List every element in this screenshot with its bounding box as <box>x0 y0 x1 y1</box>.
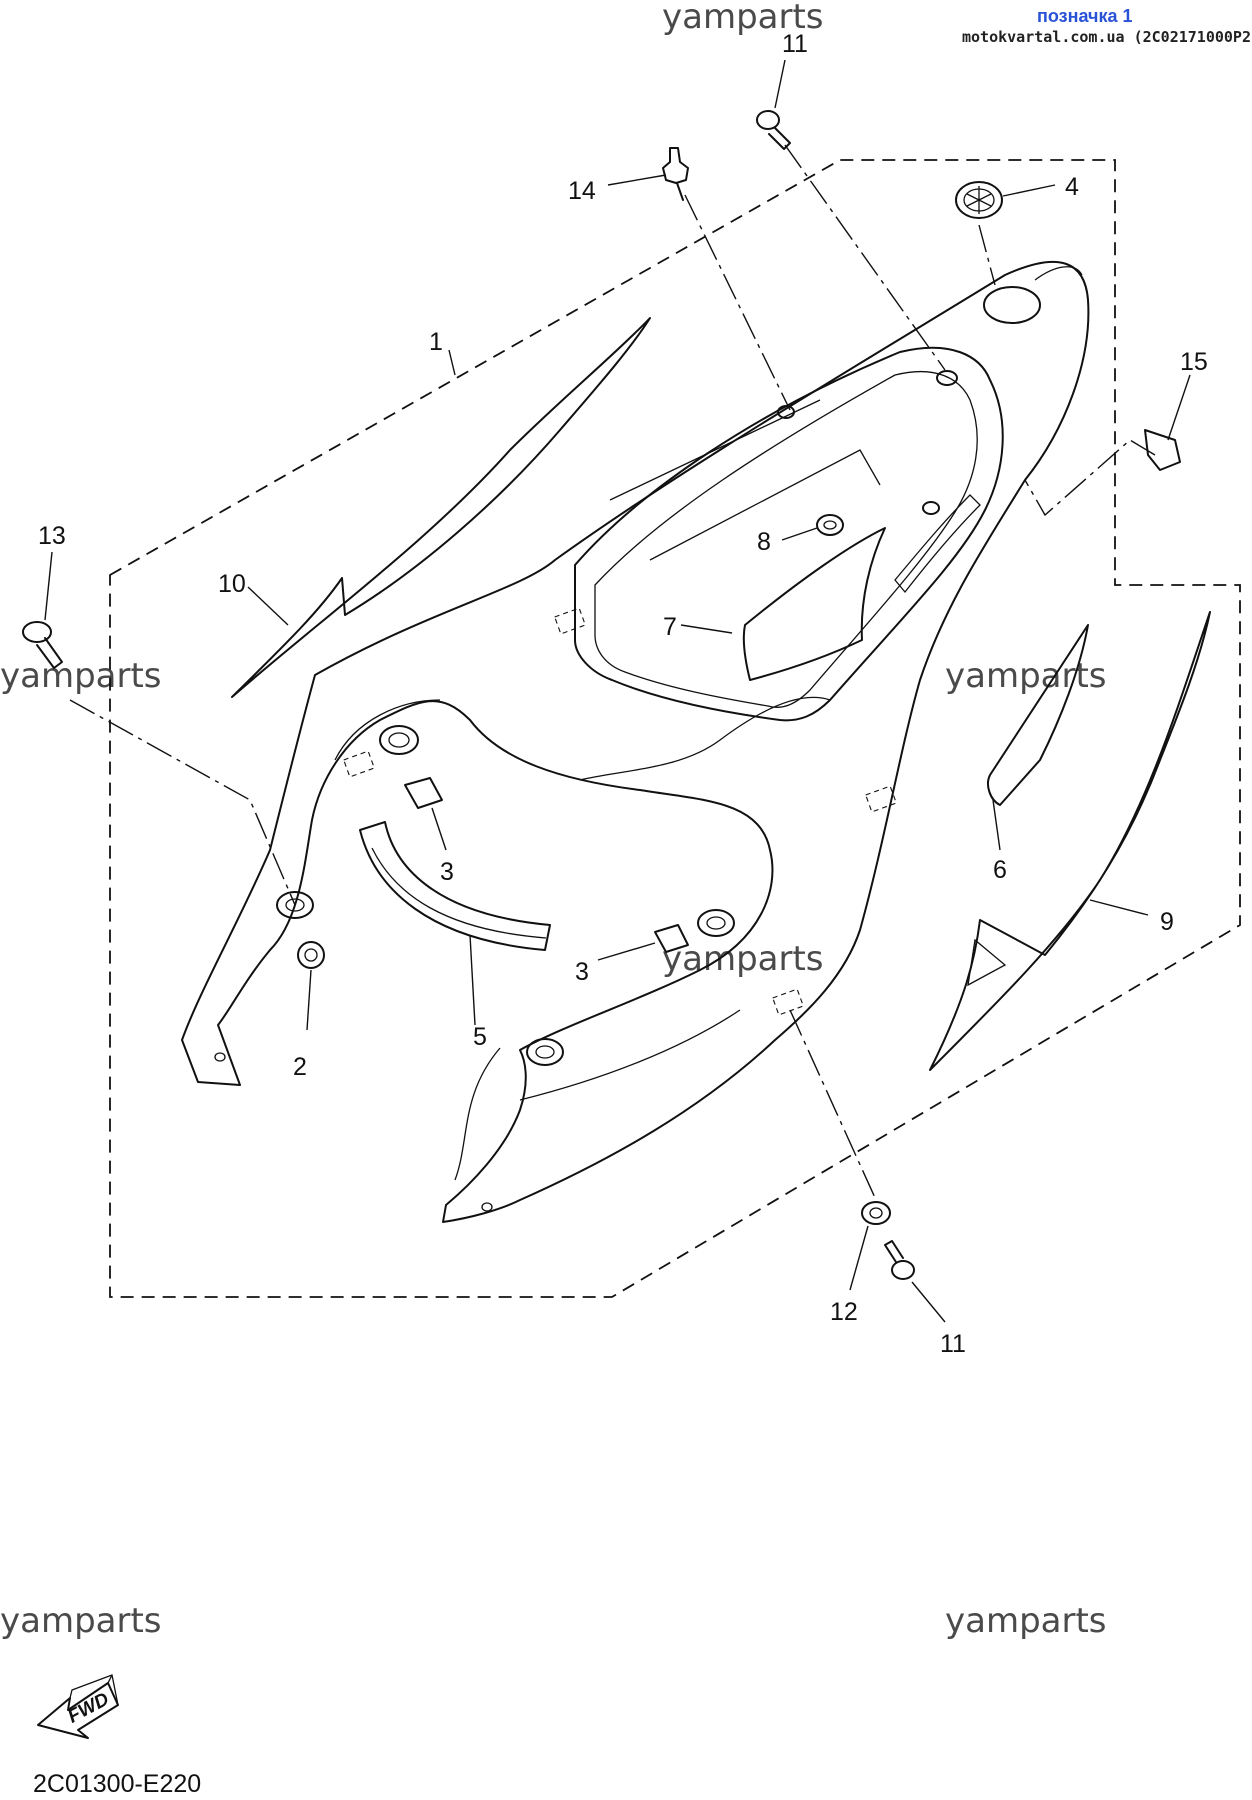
screw-11-top <box>756 110 791 150</box>
leader-lines <box>44 59 1191 1323</box>
callout-3a: 3 <box>440 858 454 886</box>
seat-pad <box>742 527 886 681</box>
clip-nut-15 <box>1144 429 1181 471</box>
callout-14: 14 <box>568 177 596 205</box>
callout-4: 4 <box>1065 173 1079 201</box>
trim-strip <box>359 821 551 951</box>
header-label: позначка 1 <box>1037 6 1133 26</box>
decal-right <box>929 611 1211 1071</box>
callout-5: 5 <box>473 1023 487 1051</box>
callout-7: 7 <box>663 613 677 641</box>
watermark-bottom-right: yamparts <box>945 1601 1107 1641</box>
fwd-label: FWD <box>65 1689 113 1728</box>
callout-1: 1 <box>429 328 443 356</box>
grommet-8 <box>816 514 844 536</box>
watermark-left: yamparts <box>0 656 162 696</box>
side-stripe <box>987 624 1089 806</box>
assembly-boundary <box>109 159 1241 1298</box>
watermark-top: yamparts <box>662 0 824 37</box>
screw-11-bottom <box>884 1240 915 1280</box>
damper-2 <box>297 941 325 969</box>
watermark-right: yamparts <box>945 656 1107 696</box>
callout-2: 2 <box>293 1053 307 1081</box>
callout-6: 6 <box>993 856 1007 884</box>
callout-11-top: 11 <box>782 30 808 58</box>
diagram-code: 2C01300-E220 <box>33 1770 201 1798</box>
fwd-arrow: FWD <box>37 1674 119 1739</box>
callout-12: 12 <box>830 1298 858 1326</box>
callout-10: 10 <box>218 570 246 598</box>
watermark-center: yamparts <box>662 939 824 979</box>
callout-11-bottom: 11 <box>940 1330 966 1358</box>
watermark-bottom-left: yamparts <box>0 1601 162 1641</box>
rivet-14 <box>662 147 689 201</box>
washer-12 <box>861 1201 891 1225</box>
rear-cowl <box>181 260 1090 1223</box>
callout-15: 15 <box>1180 348 1208 376</box>
assembly-lines <box>69 144 1156 1201</box>
callout-8: 8 <box>757 528 771 556</box>
callout-3b: 3 <box>575 958 589 986</box>
emblem-4 <box>955 181 1003 219</box>
screw-13 <box>22 621 63 669</box>
callout-13: 13 <box>38 522 66 550</box>
decal-left <box>231 317 651 698</box>
clip-nut-3b <box>654 924 689 953</box>
header-source: motokvartal.com.ua (2C02171000P2) <box>962 28 1252 46</box>
clip-nut-3a <box>404 777 443 809</box>
callout-9: 9 <box>1160 908 1174 936</box>
